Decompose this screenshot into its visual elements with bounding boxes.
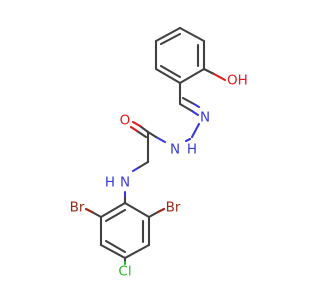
chloro-group: Cl bbox=[118, 256, 132, 280]
hydrazine-bond: N H bbox=[170, 122, 201, 158]
amine-n-label: N bbox=[120, 175, 130, 191]
bond bbox=[99, 201, 127, 219]
bond bbox=[136, 160, 150, 170]
bond bbox=[147, 210, 160, 219]
phenol-ring bbox=[154, 26, 206, 85]
bond bbox=[104, 239, 127, 254]
bond bbox=[138, 124, 150, 134]
bromo-left-label: Br bbox=[70, 200, 85, 216]
hydroxyl-group: OH bbox=[202, 67, 248, 89]
bond bbox=[146, 130, 158, 139]
amide-carbonyl: O bbox=[120, 113, 167, 164]
imine-linkage: N bbox=[178, 81, 210, 126]
bond bbox=[104, 208, 127, 223]
bond bbox=[123, 201, 151, 219]
bromo-right-label: Br bbox=[166, 200, 181, 216]
hydrazone-h-label: H bbox=[187, 142, 197, 158]
chloro-label: Cl bbox=[118, 264, 131, 280]
bond bbox=[190, 109, 200, 117]
bond bbox=[84, 207, 94, 214]
bond bbox=[154, 135, 167, 144]
aniline-ring bbox=[99, 201, 151, 260]
bond bbox=[135, 129, 148, 139]
bond bbox=[202, 67, 216, 76]
bromo-right-group: Br bbox=[147, 200, 181, 219]
bond bbox=[131, 120, 142, 128]
bond bbox=[192, 102, 201, 109]
bond bbox=[190, 122, 201, 139]
bond bbox=[156, 207, 166, 214]
bond bbox=[178, 102, 194, 113]
hydroxyl-label: OH bbox=[227, 73, 248, 89]
bond bbox=[159, 64, 182, 79]
bond bbox=[184, 137, 192, 143]
bond bbox=[154, 26, 182, 43]
bond bbox=[178, 26, 206, 43]
amine-group: H N bbox=[105, 160, 150, 205]
carbonyl-oxygen-label: O bbox=[120, 113, 131, 129]
bond bbox=[159, 32, 182, 46]
bromo-left-group: Br bbox=[70, 200, 103, 219]
bond bbox=[123, 243, 151, 260]
bond bbox=[129, 125, 139, 133]
bond bbox=[90, 210, 103, 219]
molecule-structure-diagram: OH N N H O H N bbox=[70, 26, 248, 280]
bond bbox=[178, 67, 206, 85]
bond bbox=[99, 243, 127, 260]
bond bbox=[181, 96, 196, 106]
bond bbox=[131, 166, 140, 173]
bond bbox=[154, 67, 182, 85]
bond bbox=[212, 72, 227, 82]
amine-h-label: H bbox=[105, 175, 115, 191]
hydrazone-n2-label: N bbox=[170, 142, 180, 158]
hydrazone-n1-label: N bbox=[200, 110, 210, 126]
